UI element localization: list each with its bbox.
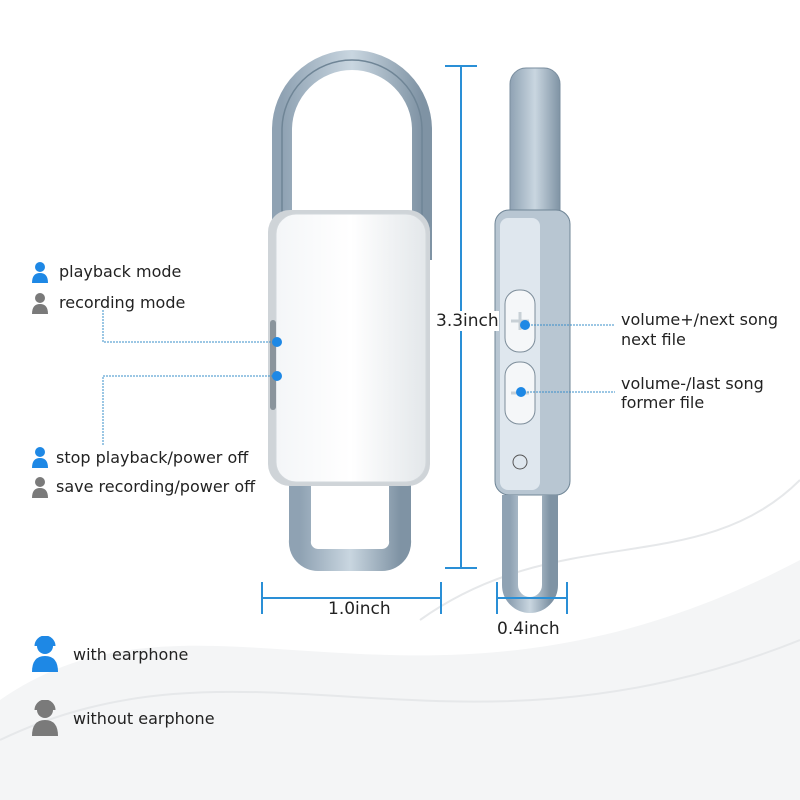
dot-vol-up [520, 320, 530, 330]
dot-vol-down [516, 387, 526, 397]
d-ring [288, 480, 412, 572]
mic-hole-icon [512, 454, 528, 470]
legend-playback-mode: playback mode [59, 262, 182, 281]
side-device [494, 67, 571, 613]
person-headset-icon [32, 477, 48, 498]
label-volume-up: volume+/next song [621, 310, 779, 329]
dimension-height: 3.3inch [436, 311, 499, 331]
dimension-width: 1.0inch [328, 599, 391, 619]
person-headset-icon [32, 447, 48, 468]
with-earphone-icon [32, 636, 58, 672]
legend-without-earphone: without earphone [73, 709, 215, 728]
device-body [275, 213, 427, 483]
background-wave [0, 639, 800, 741]
legend-recording-mode: recording mode [59, 293, 186, 312]
background-wave [419, 479, 800, 621]
label-next-file: next file [621, 330, 686, 349]
dot-bottom-button [272, 371, 282, 381]
person-headset-icon [32, 293, 48, 314]
background-wave [0, 560, 800, 800]
person-headset-icon [32, 262, 48, 283]
dimension-lines [261, 65, 568, 614]
side-buttons [270, 320, 276, 410]
label-save-recording: save recording/power off [56, 477, 256, 496]
dimension-depth: 0.4inch [497, 619, 560, 639]
callout-lines [102, 310, 615, 445]
dot-top-button [272, 337, 282, 347]
label-volume-down: volume-/last song [621, 374, 764, 393]
without-earphone-icon [32, 700, 58, 736]
label-stop-playback: stop playback/power off [56, 448, 249, 467]
front-device [268, 50, 432, 572]
label-former-file: former file [621, 393, 705, 412]
legend-with-earphone: with earphone [73, 645, 189, 664]
button-dots [272, 320, 530, 397]
